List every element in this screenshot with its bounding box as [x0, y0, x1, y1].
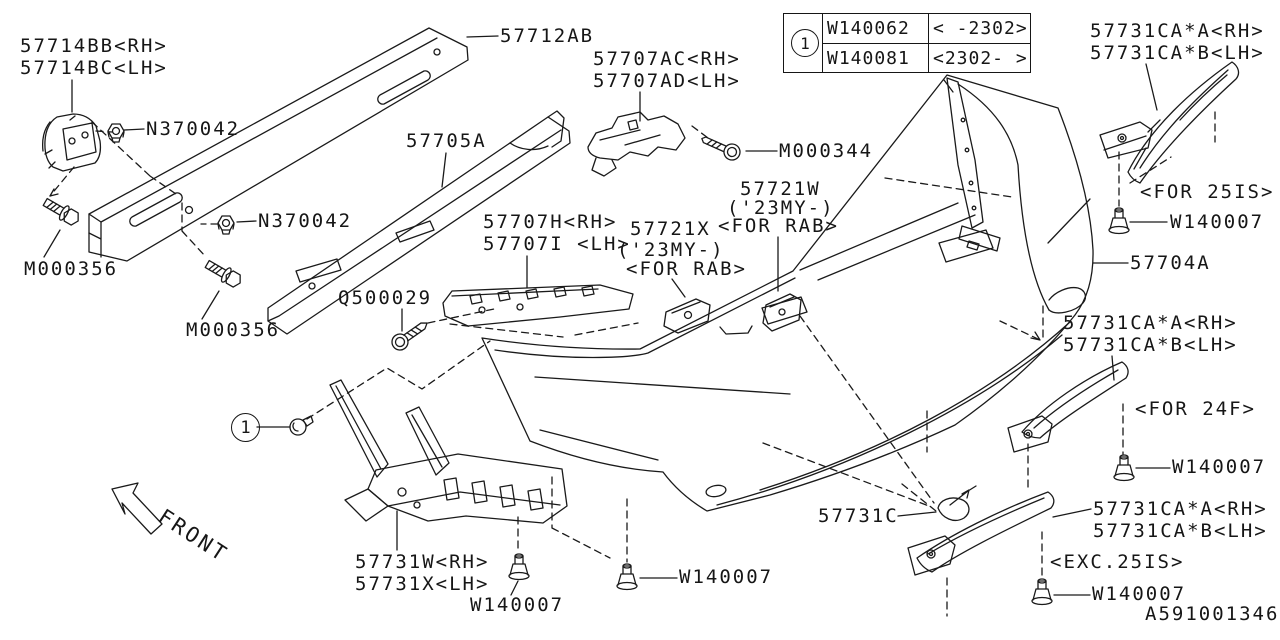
note-57721X-for-rab: <FOR RAB>	[626, 258, 747, 280]
dashed-lines	[49, 111, 1216, 617]
bracket-57721X	[663, 298, 711, 334]
part-label-57731CA-B-mid: 57731CA*B<LH>	[1063, 334, 1238, 356]
part-label-57707AD-LH: 57707AD<LH>	[593, 70, 741, 92]
under-cover-57731W	[329, 379, 568, 524]
corner-garnish-exc-25is	[907, 491, 1055, 576]
part-label-57714BB-RH: 57714BB<RH>	[20, 35, 168, 57]
bar-57705A	[267, 110, 571, 335]
bumper-57704A	[481, 74, 1094, 512]
part-label-W140007-ucover: W140007	[470, 594, 565, 616]
part-label-57731CA-A-top: 57731CA*A<RH>	[1090, 20, 1265, 42]
part-label-57731CA-B-top: 57731CA*B<LH>	[1090, 42, 1265, 64]
part-label-M000356-2: M000356	[186, 319, 281, 341]
part-label-57704A: 57704A	[1130, 252, 1211, 274]
ref-table-circle-1: 1	[784, 14, 822, 72]
circled-number-1: 1	[791, 29, 819, 57]
note-57721W-23my: ('23MY-)	[727, 197, 835, 219]
part-label-57731C: 57731C	[818, 505, 899, 527]
dashed-arrowheads	[49, 188, 1041, 341]
part-label-57705A: 57705A	[406, 130, 487, 152]
ref-applicability: < -2302>	[928, 14, 1030, 43]
note-exc-25is: <EXC.25IS>	[1050, 551, 1185, 573]
part-label-57707I-LH: 57707I <LH>	[483, 233, 631, 255]
tow-hook-cover-57731C	[937, 485, 977, 522]
bracket-57721W	[762, 293, 802, 332]
note-for-24f: <FOR 24F>	[1135, 398, 1256, 420]
clip-W140007-24f	[1113, 454, 1135, 482]
part-label-W140007-24f: W140007	[1172, 456, 1267, 478]
rail-57707H	[442, 284, 634, 327]
corner-garnish-for-24f	[1007, 361, 1129, 453]
part-label-57731X-LH: 57731X<LH>	[355, 573, 490, 595]
clip-W140007-ucover	[508, 553, 530, 581]
bolt-M000356-1	[40, 194, 83, 229]
part-label-W140007-mid: W140007	[679, 566, 774, 588]
part-label-57714BC-LH: 57714BC<LH>	[20, 57, 168, 79]
note-57721X-23my: ('23MY-)	[617, 239, 725, 261]
bracket-57714	[42, 113, 102, 172]
part-label-Q500029: Q500029	[338, 287, 433, 309]
part-label-N370042-2: N370042	[258, 210, 353, 232]
drawing-number: A591001346	[1145, 603, 1280, 625]
part-label-N370042-1: N370042	[146, 118, 241, 140]
fastener-ref-table: 1 W140062 < -2302> W140081 <2302- >	[783, 13, 1031, 73]
part-label-57712AB: 57712AB	[500, 25, 595, 47]
bolt-M000356-2	[202, 256, 245, 291]
bracket-57707AC	[587, 111, 686, 177]
ref-applicability: <2302- >	[928, 43, 1030, 72]
part-label-57721W: 57721W	[740, 178, 821, 200]
screw-M000344	[701, 136, 741, 161]
corner-garnish-for-25is	[1099, 61, 1240, 184]
clip-W140007-exc	[1031, 578, 1053, 606]
part-label-W140007-exc: W140007	[1092, 583, 1187, 605]
ref-part-number: W140081	[822, 43, 928, 72]
part-label-57731CA-B-bot: 57731CA*B<LH>	[1093, 520, 1268, 542]
part-label-57731W-RH: 57731W<RH>	[355, 551, 490, 573]
front-arrow	[111, 482, 163, 535]
part-label-W140007-25is: W140007	[1170, 211, 1265, 233]
beam-57712AB	[88, 27, 469, 262]
part-label-57707H-RH: 57707H<RH>	[483, 211, 618, 233]
grommet-clip	[289, 415, 314, 436]
clip-W140007-mid	[616, 563, 638, 591]
part-label-57731CA-A-bot: 57731CA*A<RH>	[1093, 498, 1268, 520]
part-label-57731CA-A-mid: 57731CA*A<RH>	[1063, 312, 1238, 334]
ref-part-number: W140062	[822, 14, 928, 43]
callout-circled-1: 1	[231, 413, 260, 442]
nut-N370042-2	[217, 215, 235, 235]
leader-lines	[43, 35, 1171, 596]
screw-Q500029	[391, 322, 428, 351]
part-label-57721X: 57721X	[630, 218, 711, 240]
clip-W140007-25is	[1108, 207, 1130, 235]
part-label-M000344: M000344	[779, 140, 874, 162]
note-for-25is: <FOR 25IS>	[1140, 181, 1275, 203]
note-57721W-for-rab: <FOR RAB>	[718, 215, 839, 237]
part-label-57707AC-RH: 57707AC<RH>	[593, 48, 741, 70]
part-label-M000356-1: M000356	[24, 258, 119, 280]
